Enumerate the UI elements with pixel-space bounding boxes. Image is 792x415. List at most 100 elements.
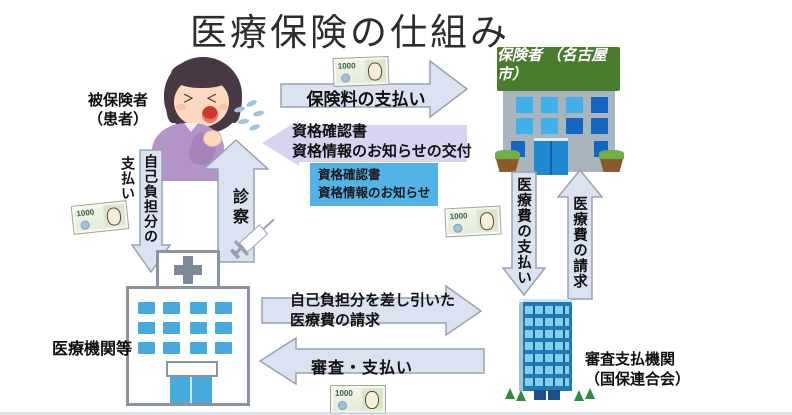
medical-fee-claim-arrow (556, 168, 604, 300)
skyscraper-windows (525, 354, 569, 362)
skyscraper-windows (525, 306, 569, 314)
agency-label-line1: 審査支払機関 (585, 351, 676, 368)
hospital-building-body (126, 286, 250, 406)
skyscraper-windows (525, 318, 569, 326)
bill-stamp (80, 220, 91, 231)
hospital-window (215, 322, 232, 334)
building-window (541, 118, 558, 134)
hospital-window (190, 342, 207, 354)
net-fee-claim-line1: 自己負担分を差し引いた (290, 292, 456, 309)
insurer-sign: 保険者 （名古屋市） (497, 47, 620, 91)
skyscraper-windows (525, 342, 569, 350)
person-closed-eye: ＞ (183, 93, 194, 105)
tree-icon (574, 390, 584, 401)
medical-fee-claim-label: 医療費の請求 (571, 196, 587, 289)
building-window (591, 97, 608, 113)
person-closed-eye: ＜ (206, 93, 217, 105)
net-fee-claim-label: 自己負担分を差し引いた 医療費の請求 (290, 291, 455, 332)
bill-portrait (479, 211, 495, 231)
medical-fee-payment-label: 医療費の支払い (515, 177, 531, 286)
tree-icon (505, 388, 515, 399)
building-window (541, 97, 558, 113)
premium-payment-label: 保険料の支払い (306, 90, 426, 109)
insurer-sign-line1: 保険者 (497, 47, 543, 64)
medical-institution-label: 医療機関等 (52, 341, 133, 358)
net-fee-claim-arrow (261, 284, 483, 337)
building-door (534, 138, 568, 175)
hospital-window (215, 342, 232, 354)
hospital-window (163, 322, 180, 334)
hospital-window (163, 302, 180, 314)
skyscraper-door (534, 390, 546, 400)
person-open-mouth (202, 106, 218, 123)
hospital-door (170, 373, 212, 403)
building-window (591, 118, 608, 134)
planter-icon (600, 159, 623, 172)
hospital-window (138, 322, 155, 334)
money-bill-icon: 1000 (330, 385, 386, 414)
bill-denomination: 1000 (335, 389, 353, 398)
person-hair (228, 87, 241, 123)
certificate-info-box: 資格確認書 資格情報のお知らせ (310, 163, 439, 207)
bill-portrait (365, 391, 379, 409)
page-title: 医療保険の仕組み (190, 12, 510, 53)
skyscraper-windows (525, 330, 569, 338)
bill-portrait (367, 62, 383, 81)
hospital-window (163, 342, 180, 354)
premium-payment-arrow (280, 59, 469, 119)
agency-label-line2: （国保連合会） (585, 370, 691, 388)
cough-droplet-icon (245, 98, 258, 108)
sick-person-illustration: ＞ ＜ (146, 57, 265, 181)
hospital-window (138, 302, 155, 314)
cough-droplet-icon (252, 109, 265, 117)
money-bill-icon: 1000 (332, 56, 390, 87)
cough-droplet-icon (237, 118, 250, 125)
insured-label-line1: 被保険者 (88, 92, 149, 109)
person-hand (203, 130, 222, 147)
review-payment-arrow (258, 336, 485, 386)
building-window (516, 118, 533, 134)
bill-stamp (341, 73, 351, 83)
money-bill-icon: 1000 (70, 200, 130, 235)
selfpay-label-line2: 支払い (120, 156, 136, 201)
hospital-window (190, 302, 207, 314)
certificate-issuance-arrow (262, 120, 467, 166)
insurer-building-body (503, 91, 615, 175)
selfpay-label-line1: 自己負担分の (143, 154, 159, 244)
bill-denomination: 1000 (449, 211, 468, 222)
agency-skyscraper-illustration (504, 296, 595, 404)
cough-droplet-icon (248, 123, 261, 132)
certificate-issuance-line1: 資格確認書 (292, 123, 368, 140)
insured-person-label: 被保険者 （患者） (88, 92, 148, 130)
person-hair (171, 60, 233, 88)
syringe-needle (262, 218, 275, 230)
person-blush (176, 104, 186, 110)
hospital-entrance-sign (166, 361, 218, 377)
hospital-window (215, 302, 232, 314)
money-bill-icon: 1000 (444, 205, 502, 238)
insurer-sign-line2: （名古屋市） (497, 47, 607, 83)
planter-icon (599, 150, 624, 159)
building-window (566, 97, 583, 113)
certificate-issuance-line2: 資格情報のお知らせの交付 (292, 143, 472, 161)
skyscraper-windows (525, 366, 569, 374)
bill-stamp (338, 401, 347, 410)
bill-stamp (453, 223, 463, 234)
certificate-issuance-label: 資格確認書 資格情報のお知らせの交付 (292, 122, 472, 163)
person-blush (219, 104, 228, 110)
insurer-building-illustration: 保険者 （名古屋市） (494, 47, 624, 175)
skyscraper-windows (525, 378, 569, 386)
bill-denomination: 1000 (76, 207, 95, 219)
bill-denomination: 1000 (337, 61, 356, 71)
payment-agency-label: 審査支払機関 （国保連合会） (585, 350, 690, 389)
tree-icon (516, 390, 526, 401)
certificate-box-line2: 資格情報のお知らせ (318, 186, 431, 201)
medical-cross-icon (174, 265, 202, 275)
skyscraper-door (548, 390, 560, 400)
tree-icon (585, 388, 595, 399)
building-window (566, 118, 583, 134)
insured-label-line2: （患者） (88, 110, 149, 128)
certificate-box-line1: 資格確認書 (318, 168, 381, 182)
medical-fee-payment-arrow (501, 171, 547, 297)
